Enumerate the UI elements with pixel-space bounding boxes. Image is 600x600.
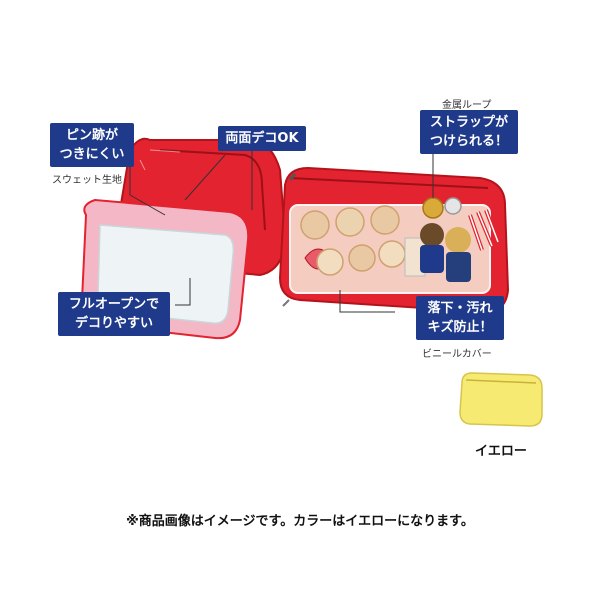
callout-pin-marks-sub: スウェット生地 xyxy=(52,175,122,186)
leader-lines xyxy=(129,150,434,313)
callout-pin-marks: ピン跡が つきにくい xyxy=(50,123,134,167)
yellow-swatch-pouch xyxy=(459,372,543,427)
callout-strap: ストラップが つけられる！ xyxy=(420,110,518,154)
callout-both-sides: 両面デコOK xyxy=(218,126,306,151)
callout-metal-loop-sub: 金属ループ xyxy=(442,100,492,111)
disclaimer-note: ※商品画像はイメージです。カラーはイエローになります。 xyxy=(126,514,474,529)
callout-vinyl: 落下・汚れ キズ防止！ xyxy=(416,296,504,340)
callout-full-open: フルオープンで デコりやすい xyxy=(58,292,170,336)
color-swatch-label: イエロー xyxy=(475,444,527,459)
right-closed-pouch xyxy=(278,166,510,314)
callout-vinyl-sub: ビニールカバー xyxy=(422,349,492,360)
